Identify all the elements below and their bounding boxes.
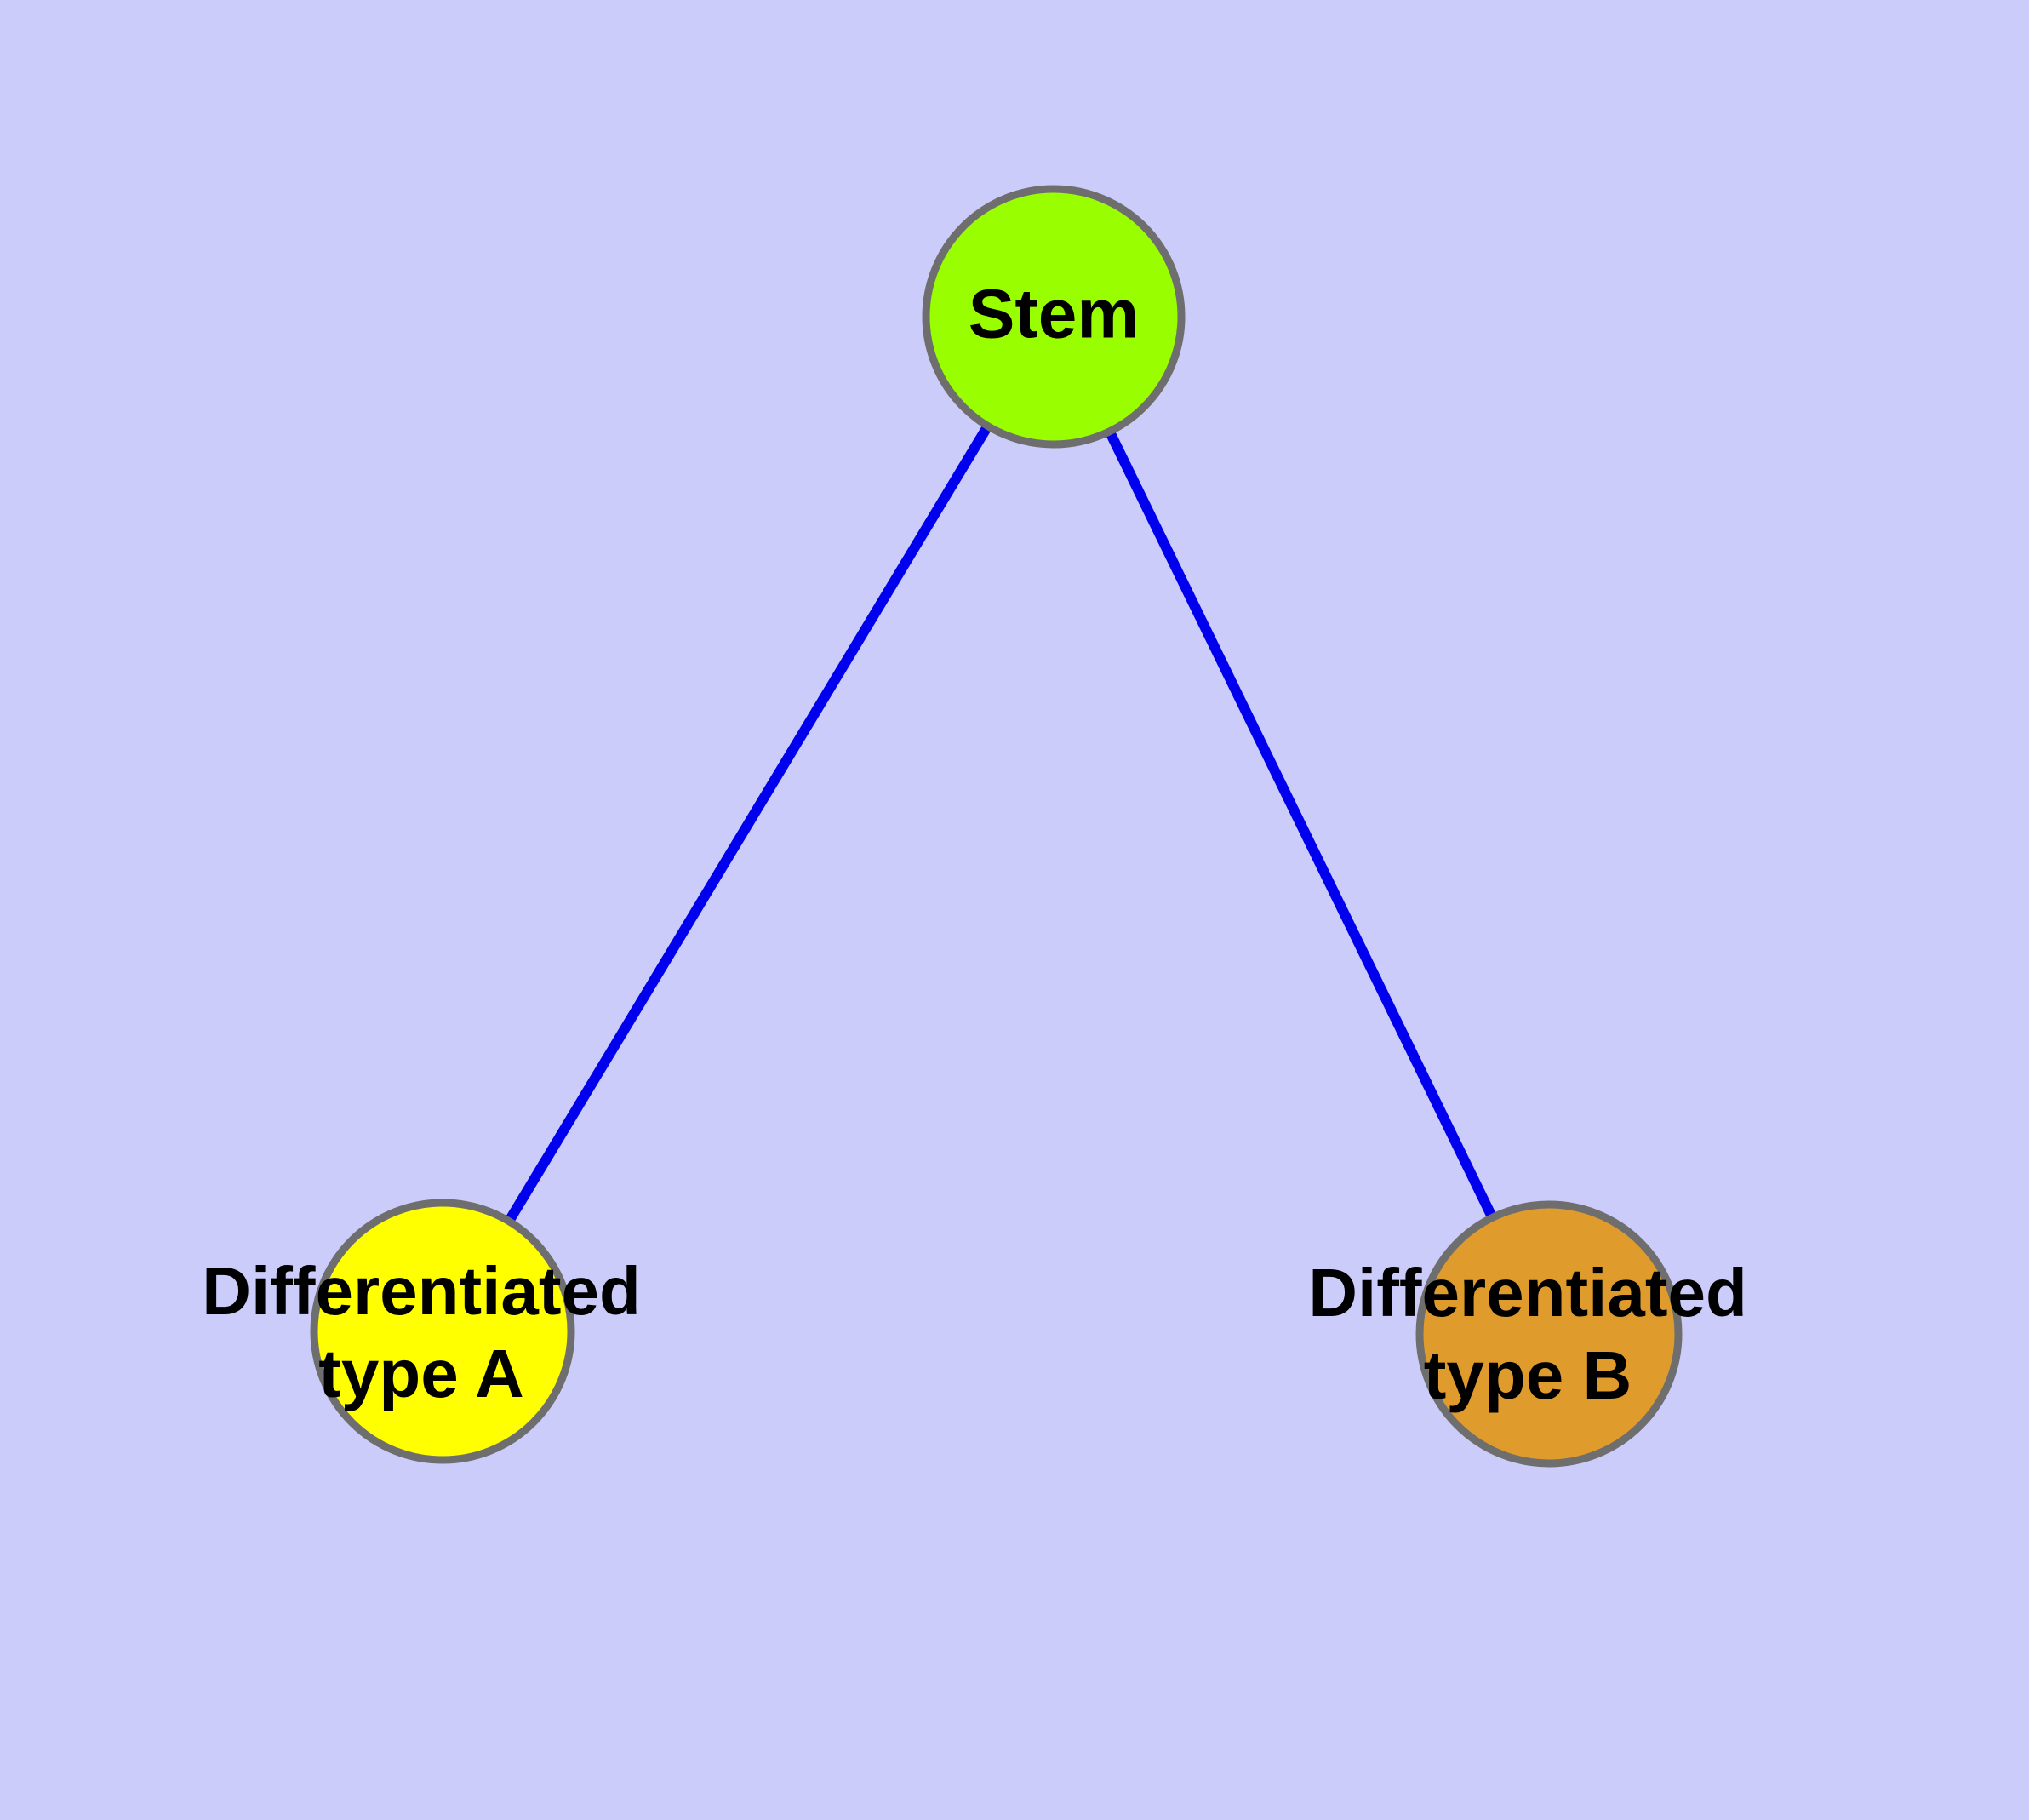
node-label-diff-b-line2: type B — [1424, 1337, 1632, 1413]
node-labels-group: Stem Differentiated type A Differentiate… — [202, 276, 1747, 1413]
node-circle-stem[interactable] — [922, 185, 1186, 449]
node-stem[interactable] — [922, 185, 1186, 449]
node-circle-diff-b[interactable] — [1415, 1200, 1683, 1468]
node-label-diff-a-line1: Differentiated — [202, 1253, 641, 1329]
node-label-stem: Stem — [969, 276, 1140, 353]
nodes-group — [310, 185, 1683, 1468]
node-label-diff-a-line2: type A — [318, 1336, 524, 1411]
edges-group — [437, 313, 1554, 1336]
node-diff-b[interactable] — [1415, 1200, 1683, 1468]
edge-stem-to-diff-a[interactable] — [437, 313, 1059, 1335]
node-label-diff-b-line1: Differentiated — [1308, 1255, 1747, 1331]
node-circle-diff-a[interactable] — [310, 1199, 575, 1464]
node-diff-a[interactable] — [310, 1199, 575, 1464]
edge-stem-to-diff-b[interactable] — [1049, 314, 1554, 1336]
